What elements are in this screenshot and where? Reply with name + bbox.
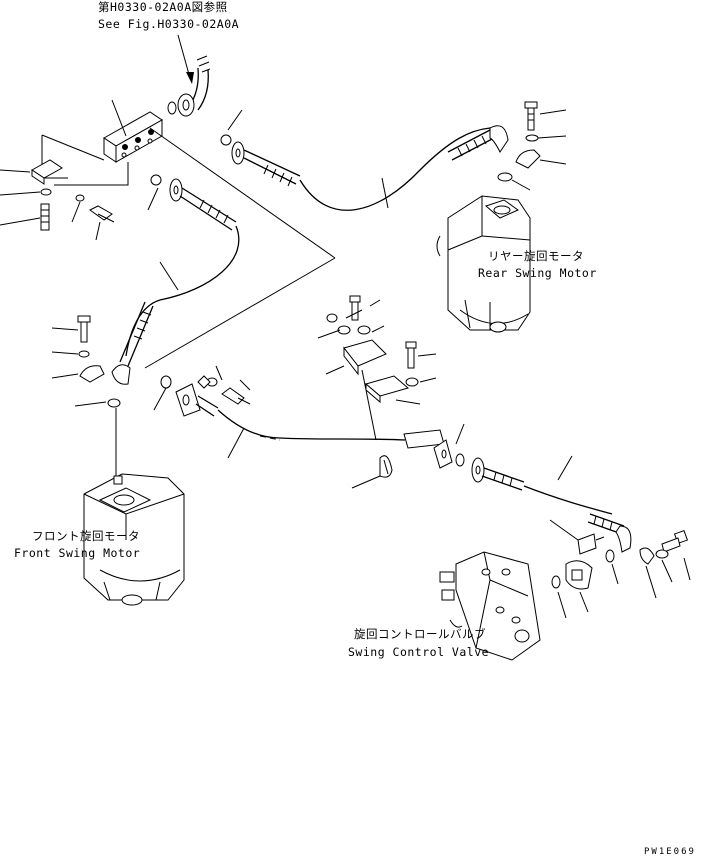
middle-bracket-group bbox=[317, 295, 437, 441]
valve-label-japanese: 旋回コントロールバルブ bbox=[354, 627, 486, 641]
hose-to-front-motor bbox=[111, 178, 240, 385]
swing-control-valve bbox=[439, 551, 541, 661]
front-motor-label-english: Front Swing Motor bbox=[14, 546, 141, 560]
reference-note-japanese: 第H0330-02A0A図参照 bbox=[98, 0, 228, 14]
reference-arrow bbox=[177, 34, 194, 84]
upper-hose-fitting bbox=[167, 55, 211, 117]
valve-label-english: Swing Control Valve bbox=[348, 645, 490, 659]
leader-ticks-upper-left bbox=[0, 99, 243, 241]
hose-to-swing-valve bbox=[153, 365, 632, 553]
front-swing-motor bbox=[83, 473, 185, 606]
front-motor-fasteners bbox=[51, 315, 121, 478]
bracket-upper-left bbox=[31, 159, 115, 231]
valve-fasteners bbox=[549, 519, 691, 619]
hose-to-rear-motor bbox=[231, 125, 509, 211]
rear-swing-motor bbox=[436, 195, 531, 333]
drawing-code: PW1E069 bbox=[644, 847, 696, 857]
rear-motor-label-english: Rear Swing Motor bbox=[478, 266, 597, 280]
o-ring bbox=[150, 174, 162, 186]
pipe-block bbox=[103, 111, 163, 163]
rear-motor-label-japanese: リヤー旋回モータ bbox=[488, 249, 584, 263]
reference-note-english: See Fig.H0330-02A0A bbox=[98, 17, 240, 31]
o-ring bbox=[220, 134, 232, 146]
front-motor-label-japanese: フロント旋回モータ bbox=[32, 529, 140, 543]
rear-motor-fasteners bbox=[497, 101, 567, 191]
leader-framework bbox=[41, 127, 336, 369]
